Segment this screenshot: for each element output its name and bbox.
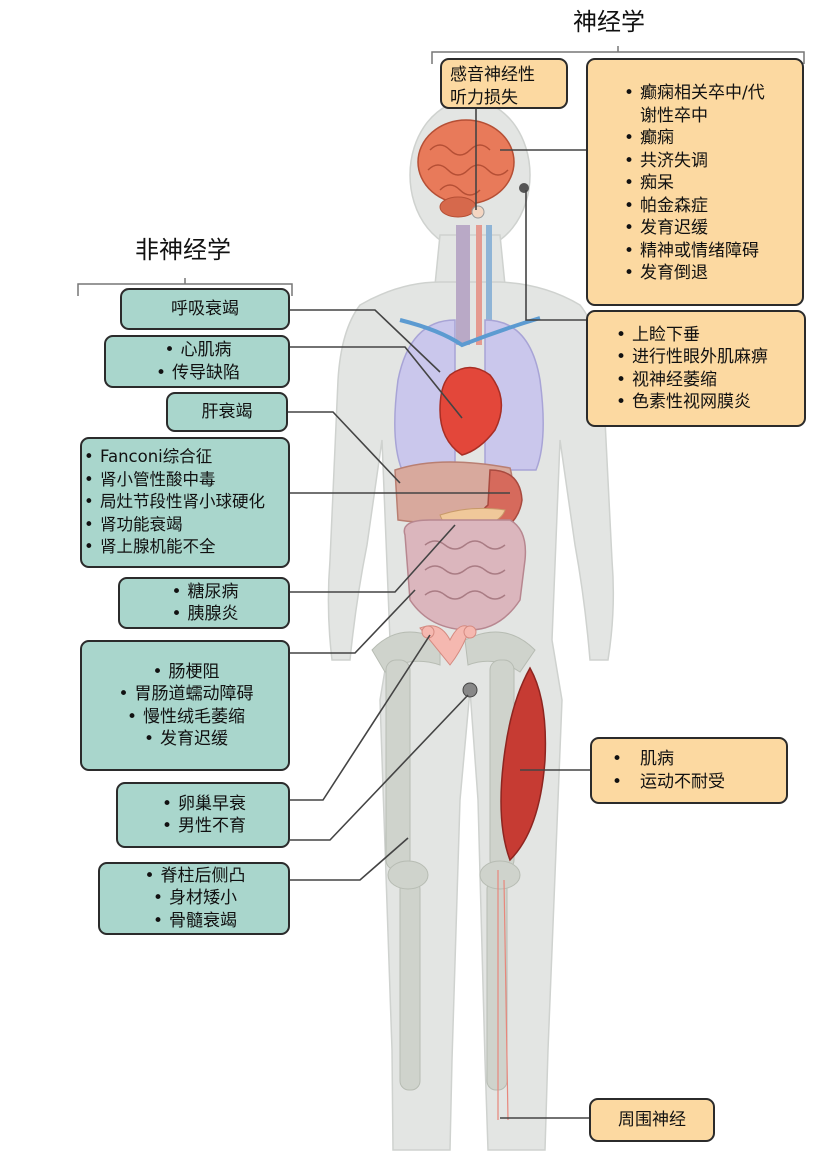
muscle-disorders-list: 肌病 运动不耐受 <box>610 739 780 802</box>
list-item: 局灶节段性肾小球硬化 <box>82 491 288 514</box>
peripheral-nerve-label: 周围神经 <box>618 1109 686 1130</box>
airway <box>456 225 492 345</box>
list-item: 男性不育 <box>160 815 246 838</box>
kidney-disorders-box: Fanconi综合征 肾小管性酸中毒 局灶节段性肾小球硬化 肾功能衰竭 肾上腺机… <box>80 437 290 568</box>
hearing-loss-line-1: 感音神经性 <box>450 65 535 85</box>
list-item: 胃肠道蠕动障碍 <box>117 683 254 706</box>
kidney-disorders-list: Fanconi综合征 肾小管性酸中毒 局灶节段性肾小球硬化 肾功能衰竭 肾上腺机… <box>82 439 288 566</box>
leader-lines <box>288 108 590 1119</box>
list-item: 骨髓衰竭 <box>151 910 237 933</box>
list-item: 帕金森症 <box>622 195 794 218</box>
bone-disorders-box: 脊柱后侧凸 身材矮小 骨髓衰竭 <box>98 862 290 935</box>
peripheral-nerve <box>497 870 509 1121</box>
vessels <box>399 316 541 348</box>
skeleton <box>371 631 536 1091</box>
list-item: 慢性绒毛萎缩 <box>125 706 245 729</box>
thigh-muscle <box>500 666 547 862</box>
list-item: 精神或情绪障碍 <box>622 240 794 263</box>
gonad-disorders-list: 卵巢早衰 男性不育 <box>118 784 288 846</box>
list-item: 卵巢早衰 <box>160 793 246 816</box>
testis <box>462 682 478 698</box>
list-item: 肠梗阻 <box>151 661 220 684</box>
brain-disorders-list: 癫痫相关卒中/代 谢性卒中 癫痫 共济失调 痴呆 帕金森症 发育迟缓 精神或情绪… <box>622 82 794 285</box>
hearing-loss-box: 感音神经性 听力损失 <box>440 58 568 109</box>
neuro-bracket <box>431 46 805 64</box>
respiratory-failure-label: 呼吸衰竭 <box>171 298 239 319</box>
list-item: 癫痫 <box>622 127 794 150</box>
pancreas-disorders-list: 糖尿病 胰腺炎 <box>120 579 288 627</box>
list-item: 传导缺陷 <box>154 362 240 385</box>
list-item: Fanconi综合征 <box>82 446 288 469</box>
heart <box>439 366 503 456</box>
list-item: 胰腺炎 <box>170 603 239 626</box>
muscle-disorders-box: 肌病 运动不耐受 <box>590 737 788 804</box>
non-neuro-heading: 非神经学 <box>135 236 231 264</box>
list-item: 糖尿病 <box>170 581 239 604</box>
list-item: 心肌病 <box>163 339 232 362</box>
eye-disorders-list: 上睑下垂 进行性眼外肌麻痹 视神经萎缩 色素性视网膜炎 <box>614 312 798 425</box>
gut-disorders-box: 肠梗阻 胃肠道蠕动障碍 慢性绒毛萎缩 发育迟缓 <box>80 640 290 771</box>
list-item: 色素性视网膜炎 <box>614 391 798 414</box>
list-item: 肾小管性酸中毒 <box>82 469 288 492</box>
list-item: 发育倒退 <box>622 262 794 285</box>
peripheral-nerve-box: 周围神经 <box>589 1098 715 1142</box>
list-item: 肾上腺机能不全 <box>82 536 288 559</box>
list-item: 进行性眼外肌麻痹 <box>614 346 798 369</box>
list-item: 肾功能衰竭 <box>82 514 288 537</box>
eye <box>519 183 529 193</box>
eye-disorders-box: 上睑下垂 进行性眼外肌麻痹 视神经萎缩 色素性视网膜炎 <box>586 310 806 427</box>
liver-failure-label: 肝衰竭 <box>201 401 253 422</box>
list-item: 癫痫相关卒中/代 <box>622 82 794 105</box>
list-item: 视神经萎缩 <box>614 369 798 392</box>
reproductive-organs <box>419 625 477 666</box>
list-item: 痴呆 <box>622 172 794 195</box>
list-item: 运动不耐受 <box>610 771 780 794</box>
brain-disorders-box: 癫痫相关卒中/代 谢性卒中 癫痫 共济失调 痴呆 帕金森症 发育迟缓 精神或情绪… <box>586 58 804 306</box>
respiratory-failure-box: 呼吸衰竭 <box>120 288 290 330</box>
bone-disorders-list: 脊柱后侧凸 身材矮小 骨髓衰竭 <box>100 864 288 933</box>
list-item: 发育迟缓 <box>622 217 794 240</box>
list-item: 身材矮小 <box>151 887 237 910</box>
gonad-disorders-box: 卵巢早衰 男性不育 <box>116 782 290 848</box>
neuro-heading: 神经学 <box>573 8 645 36</box>
ear <box>471 205 485 219</box>
brain <box>417 119 515 218</box>
list-item: 脊柱后侧凸 <box>143 865 246 888</box>
list-item: 肌病 <box>610 748 780 771</box>
non-neuro-bracket <box>77 278 293 296</box>
heart-disorders-box: 心肌病 传导缺陷 <box>104 335 290 388</box>
list-item: 谢性卒中 <box>640 105 708 126</box>
list-item: 上睑下垂 <box>614 324 798 347</box>
heart-disorders-list: 心肌病 传导缺陷 <box>106 337 288 386</box>
list-item: 共济失调 <box>622 150 794 173</box>
gut-disorders-list: 肠梗阻 胃肠道蠕动障碍 慢性绒毛萎缩 发育迟缓 <box>82 642 288 769</box>
hearing-loss-line-2: 听力损失 <box>450 87 518 108</box>
liver-failure-box: 肝衰竭 <box>166 392 288 432</box>
pancreas-disorders-box: 糖尿病 胰腺炎 <box>118 577 290 629</box>
lungs <box>394 319 544 471</box>
list-item: 发育迟缓 <box>142 728 228 751</box>
intestines <box>403 519 527 631</box>
